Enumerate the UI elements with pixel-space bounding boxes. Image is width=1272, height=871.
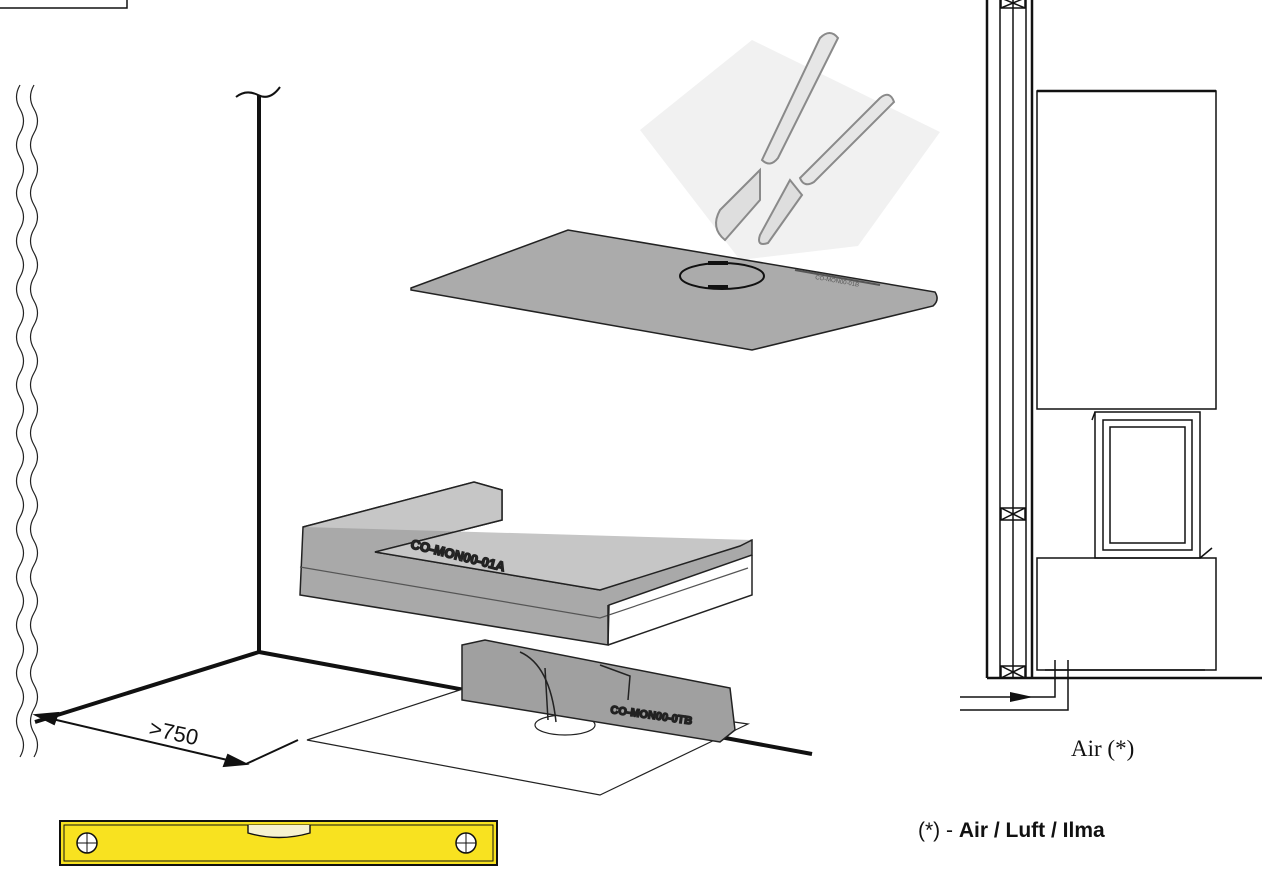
frame-corner: [0, 0, 128, 9]
pliers-icon: [640, 32, 940, 260]
axis-break-tick: [235, 86, 281, 98]
legend-marker: (*): [918, 819, 941, 842]
dimension-arrow: [32, 711, 299, 768]
spirit-level-icon: [59, 820, 498, 866]
wall-break-lines: [15, 84, 39, 758]
top-plate: CO-MON00-01B: [410, 229, 938, 351]
legend-separator: -: [940, 819, 959, 842]
air-diagram-label: Air (*): [1071, 736, 1134, 761]
legend: (*) - Air / Luft / Ilma: [918, 819, 1105, 843]
air-flow-arrow: [1010, 692, 1033, 702]
u-frame: CO-MON00-01A: [299, 481, 753, 646]
section-view: [960, 0, 1262, 711]
legend-text: Air / Luft / Ilma: [958, 819, 1105, 842]
front-base-block: CO-MON00-0TB: [461, 639, 736, 743]
dimension-label: >750: [147, 715, 201, 750]
